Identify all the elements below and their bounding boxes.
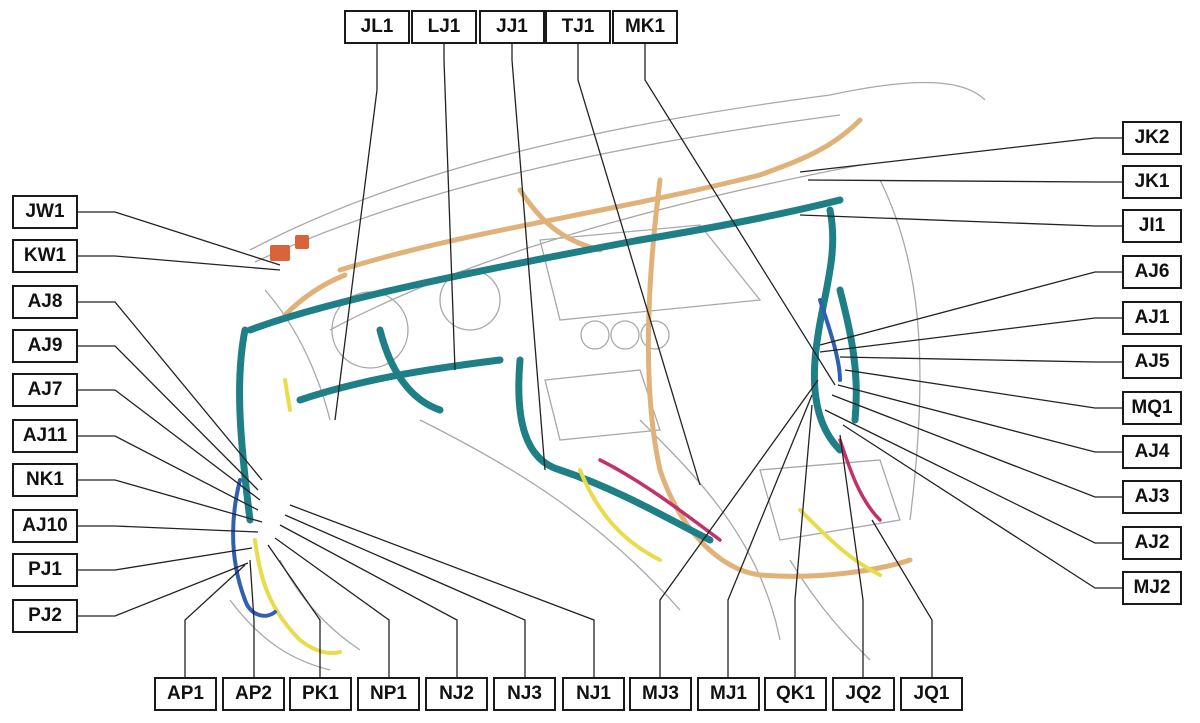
yellow-harness: [253, 378, 882, 656]
label-jj1: JJ1: [479, 10, 545, 44]
label-aj3: AJ3: [1122, 480, 1182, 514]
label-aj11: AJ11: [12, 419, 78, 453]
label-np1: NP1: [357, 677, 420, 711]
label-jq1: JQ1: [900, 677, 963, 711]
orange-connector: [270, 235, 309, 261]
teal-harness: [236, 196, 860, 544]
label-tj1: TJ1: [545, 10, 611, 44]
label-lj1: LJ1: [411, 10, 477, 44]
label-nj1: NJ1: [562, 677, 625, 711]
label-jk1: JK1: [1122, 165, 1182, 199]
label-qk1: QK1: [764, 677, 827, 711]
label-jw1: JW1: [12, 195, 78, 229]
label-aj7: AJ7: [12, 373, 78, 407]
label-mk1: MK1: [612, 10, 678, 44]
label-mq1: MQ1: [1122, 391, 1182, 425]
label-jl1: JL1: [344, 10, 410, 44]
label-aj9: AJ9: [12, 329, 78, 363]
magenta-harness: [598, 438, 882, 542]
label-ji1: JI1: [1122, 209, 1182, 243]
label-mj3: MJ3: [629, 677, 692, 711]
label-jq2: JQ2: [832, 677, 895, 711]
label-mj1: MJ1: [697, 677, 760, 711]
label-ap2: AP2: [222, 677, 285, 711]
label-nj3: NJ3: [493, 677, 556, 711]
blue-harness: [231, 298, 842, 618]
label-mj2: MJ2: [1122, 571, 1182, 605]
label-kw1: KW1: [12, 239, 78, 273]
label-aj1: AJ1: [1122, 301, 1182, 335]
label-aj6: AJ6: [1122, 255, 1182, 289]
label-ap1: AP1: [154, 677, 217, 711]
label-aj4: AJ4: [1122, 435, 1182, 469]
label-pj1: PJ1: [12, 553, 78, 587]
label-pj2: PJ2: [12, 599, 78, 633]
label-nk1: NK1: [12, 463, 78, 497]
label-nj2: NJ2: [425, 677, 488, 711]
dashboard-outline: [229, 81, 986, 671]
label-aj10: AJ10: [12, 509, 78, 543]
label-pk1: PK1: [289, 677, 352, 711]
label-aj8: AJ8: [12, 285, 78, 319]
label-aj2: AJ2: [1122, 526, 1182, 560]
leader-lines: [78, 44, 1122, 677]
label-jk2: JK2: [1122, 121, 1182, 155]
label-aj5: AJ5: [1122, 345, 1182, 379]
tan-harness: [282, 117, 913, 579]
